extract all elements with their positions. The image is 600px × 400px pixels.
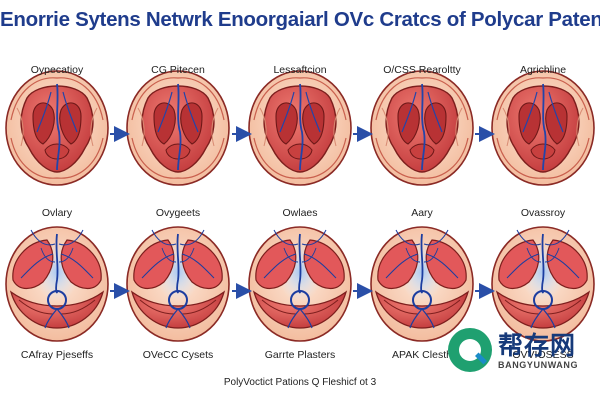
watermark-text-en: BANGYUNWANG — [498, 360, 579, 370]
top-label-1: Oypecatioy — [30, 64, 84, 76]
middle-label-1: Ovlary — [41, 207, 73, 219]
bottom-organ-3 — [248, 226, 352, 342]
watermark-text-cn: 帮存网 — [498, 331, 577, 360]
footer-caption: PolyVoctict Pations Q Fleshicf ot 3 — [223, 377, 377, 388]
top-label-2: CG Pitecen — [151, 64, 205, 76]
middle-label-2: Ovygeets — [155, 207, 201, 219]
top-organ-3 — [248, 70, 352, 186]
middle-label-5: Ovassroy — [520, 207, 566, 219]
top-organ-5 — [491, 70, 595, 186]
bottom-organ-2 — [126, 226, 230, 342]
top-label-3: Lessaftcion — [273, 64, 327, 76]
top-organ-1 — [5, 70, 109, 186]
top-organ-4 — [370, 70, 474, 186]
watermark-logo: 帮存网 BANGYUNWANG — [440, 322, 600, 378]
middle-label-3: Owlaes — [282, 207, 318, 219]
bottom-label-5: OVVIOSESS — [512, 349, 574, 361]
middle-label-4: Aary — [411, 207, 433, 219]
bottom-label-4: APAK Clesth — [392, 349, 452, 361]
bottom-organ-1 — [5, 226, 109, 342]
bottom-label-3: Garrte Plasters — [264, 349, 336, 361]
top-label-4: O/CSS Rearoltty — [383, 64, 461, 76]
magnifier-logo-icon — [448, 328, 492, 372]
bottom-label-2: OVeCC Cysets — [142, 349, 214, 361]
top-label-5: Agrichline — [519, 64, 567, 76]
bottom-label-1: CAfray Pjeseffs — [20, 349, 94, 361]
top-organ-2 — [126, 70, 230, 186]
diagram-title: Enorrie Sytens Netwrk Enoorgaiarl OVc Cr… — [0, 8, 600, 31]
